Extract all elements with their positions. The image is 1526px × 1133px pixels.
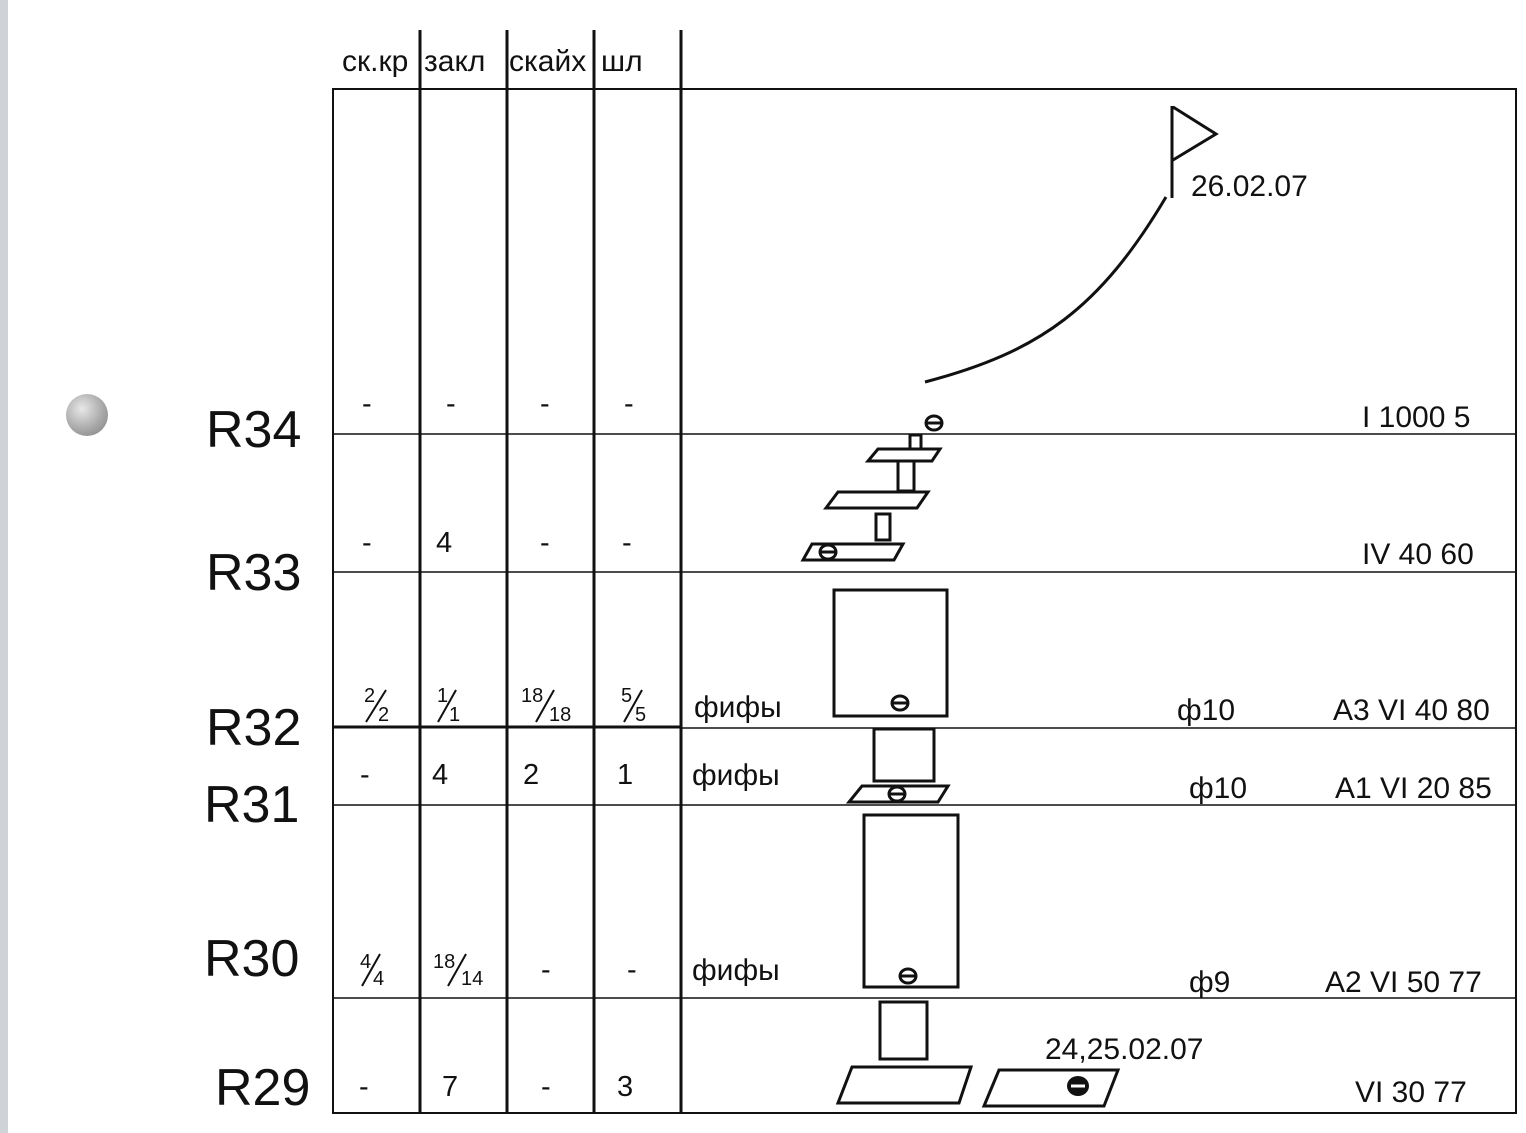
diameter-r31: ф10 xyxy=(1189,772,1247,805)
fraction-r30-sk-kr: 4 4 xyxy=(360,951,384,990)
svg-text:1: 1 xyxy=(449,704,460,726)
row-label-r29: R29 xyxy=(215,1059,310,1117)
svg-text:2: 2 xyxy=(364,685,375,707)
cell-r34-shl: - xyxy=(624,388,634,420)
cell-r31-shl: 1 xyxy=(617,759,633,791)
theta-marker-icon xyxy=(818,543,838,561)
cell-r31-zakl: 4 xyxy=(432,759,448,791)
svg-text:4: 4 xyxy=(373,968,384,990)
cell-r29-sk-kr: - xyxy=(359,1071,369,1103)
cell-r31-skaikh: 2 xyxy=(523,759,539,791)
code-r30: A2 VI 50 77 xyxy=(1325,966,1482,999)
cell-r29-skaikh: - xyxy=(541,1071,551,1103)
column-header-skaikh: скайх xyxy=(509,45,586,78)
cell-r29-zakl: 7 xyxy=(442,1071,458,1103)
svg-text:14: 14 xyxy=(461,968,483,990)
column-header-sk-kr: ск.кр xyxy=(342,45,408,78)
svg-text:5: 5 xyxy=(635,704,646,726)
column-header-zakl: закл xyxy=(424,45,485,78)
curve-line xyxy=(924,196,1168,384)
note-r31: фифы xyxy=(692,759,780,792)
code-r32: A3 VI 40 80 xyxy=(1333,694,1490,727)
cell-r30-shl: - xyxy=(627,954,637,986)
page-edge xyxy=(0,0,8,1133)
block-r31 xyxy=(872,727,936,783)
row-label-r31: R31 xyxy=(204,776,299,834)
fraction-r32-skaikh: 18 18 xyxy=(521,685,571,726)
code-r33: IV 40 60 xyxy=(1362,538,1474,571)
fraction-r32-sk-kr: 2 2 xyxy=(364,685,389,726)
cell-r33-sk-kr: - xyxy=(362,527,372,559)
theta-marker-icon xyxy=(898,967,918,985)
diameter-r32: ф10 xyxy=(1177,694,1235,727)
cell-r31-sk-kr: - xyxy=(360,759,370,791)
note-r30: фифы xyxy=(692,954,780,987)
cell-r34-skaikh: - xyxy=(540,388,550,420)
plate-r31 xyxy=(845,784,951,804)
code-r31: A1 VI 20 85 xyxy=(1335,772,1492,805)
cell-r30-skaikh: - xyxy=(541,954,551,986)
cell-r29-shl: 3 xyxy=(617,1071,633,1103)
code-r29: VI 30 77 xyxy=(1355,1076,1467,1109)
svg-text:18: 18 xyxy=(549,704,571,726)
svg-text:4: 4 xyxy=(360,951,371,973)
cell-r34-sk-kr: - xyxy=(362,388,372,420)
svg-text:18: 18 xyxy=(433,951,455,973)
svg-text:1: 1 xyxy=(437,685,448,707)
theta-marker-icon xyxy=(1067,1076,1089,1096)
block-r30 xyxy=(862,813,960,989)
diameter-r30: ф9 xyxy=(1189,966,1230,999)
svg-text:2: 2 xyxy=(378,704,389,726)
theta-marker-icon xyxy=(924,414,944,432)
flag-icon xyxy=(1170,105,1219,198)
row-label-r32: R32 xyxy=(206,699,301,757)
svg-text:5: 5 xyxy=(621,685,632,707)
fraction-r32-zakl: 1 1 xyxy=(437,685,460,726)
code-r34: I 1000 5 xyxy=(1362,401,1470,434)
block-r32 xyxy=(832,588,949,718)
cell-r34-zakl: - xyxy=(446,388,456,420)
cell-r33-shl: - xyxy=(622,527,632,559)
row-label-r34: R34 xyxy=(206,401,301,459)
cell-r33-zakl: 4 xyxy=(436,527,452,559)
fraction-r32-shl: 5 5 xyxy=(621,685,646,726)
fraction-r30-zakl: 18 14 xyxy=(433,951,483,990)
block-r29 xyxy=(878,1000,929,1061)
bottom-date: 24,25.02.07 xyxy=(1045,1033,1203,1066)
note-r32: фифы xyxy=(694,691,782,724)
flag-date: 26.02.07 xyxy=(1191,170,1308,203)
column-header-shl: шл xyxy=(601,45,643,78)
plate-r29-right xyxy=(981,1068,1121,1108)
theta-marker-icon xyxy=(887,785,907,803)
table-frame xyxy=(332,88,1517,1114)
plate-r29-left xyxy=(835,1065,974,1105)
svg-text:18: 18 xyxy=(521,685,543,707)
row-label-r30: R30 xyxy=(204,930,299,988)
stacked-plates-drawing xyxy=(800,433,943,562)
theta-marker-icon xyxy=(890,694,910,712)
cell-r33-skaikh: - xyxy=(540,527,550,559)
punch-hole xyxy=(66,394,108,436)
row-label-r33: R33 xyxy=(206,544,301,602)
